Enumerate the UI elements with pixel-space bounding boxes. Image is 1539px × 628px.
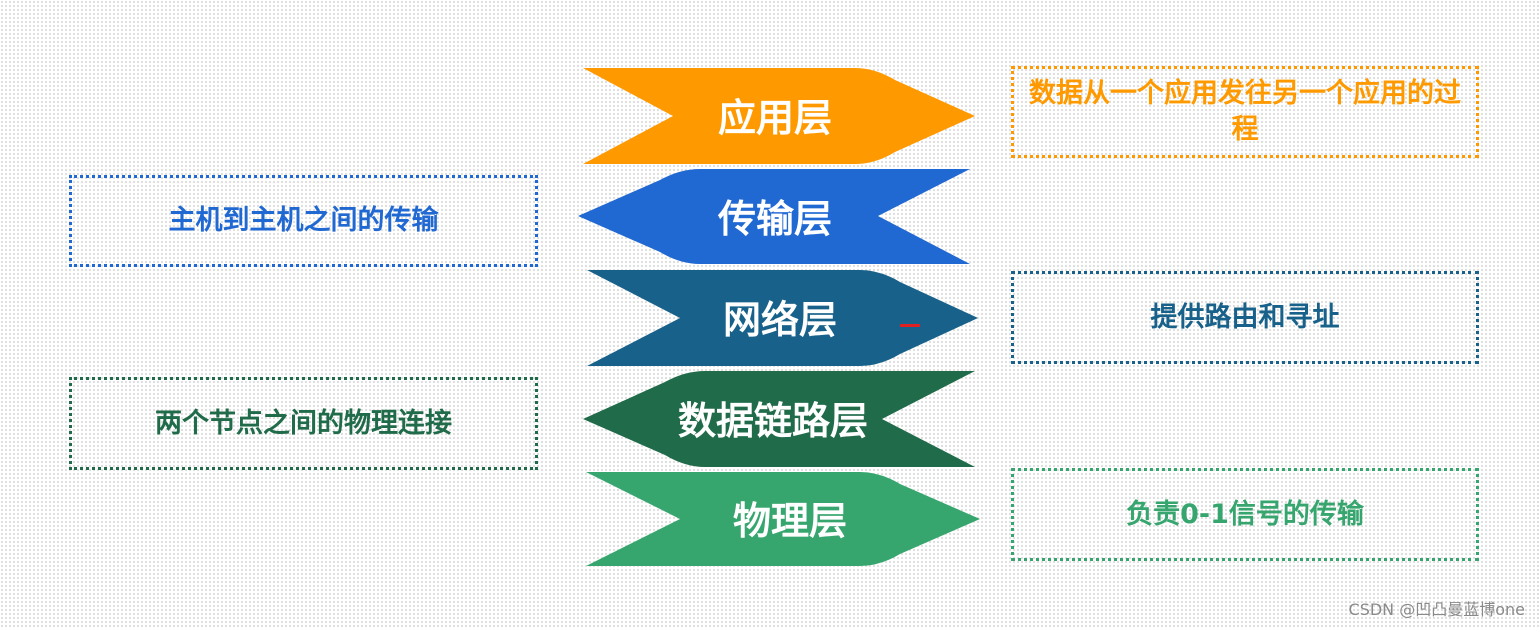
layer-data-link-label: 数据链路层 [678,399,868,443]
note-physical: 负责0-1信号的传输 [1011,468,1479,561]
layer-application-arrow [583,68,975,164]
note-physical-text: 负责0-1信号的传输 [1126,498,1364,530]
layer-application: 应用层 [583,68,975,164]
note-network-text: 提供路由和寻址 [1150,301,1340,333]
layer-transport: 传输层 [578,169,970,264]
note-network: 提供路由和寻址 [1011,271,1479,364]
layer-physical-arrow [586,472,980,566]
note-data-link-text: 两个节点之间的物理连接 [155,407,452,439]
layer-transport-arrow [578,169,970,264]
note-transport-text: 主机到主机之间的传输 [168,205,439,236]
layer-network-arrow [587,270,978,366]
layer-application-label: 应用层 [718,96,832,140]
note-application-text: 数据从一个应用发往另一个应用的过程 [1029,78,1461,145]
note-transport: 主机到主机之间的传输 [69,175,538,267]
red-marker [900,324,920,327]
watermark: CSDN @凹凸曼蓝博one [1348,600,1525,619]
note-data-link: 两个节点之间的物理连接 [69,377,538,470]
layer-transport-label: 传输层 [717,197,832,241]
note-application: 数据从一个应用发往另一个应用的过程 [1011,66,1479,158]
layer-data-link-arrow [583,371,975,467]
layer-network: 网络层 [587,270,978,366]
layer-physical-label: 物理层 [733,499,847,543]
layer-data-link: 数据链路层 [583,371,975,467]
layer-network-label: 网络层 [723,298,837,342]
layer-physical: 物理层 [586,472,980,566]
